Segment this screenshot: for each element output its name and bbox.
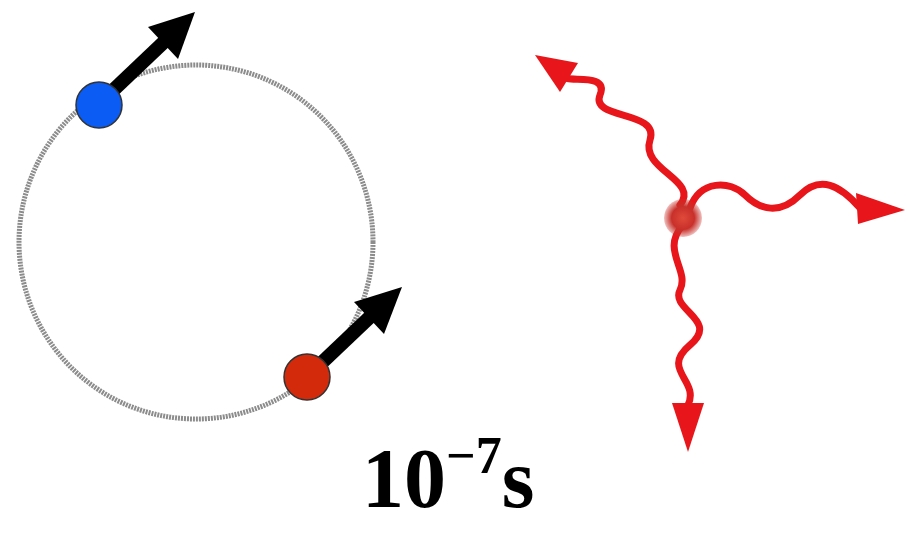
orbit-circle [19, 65, 373, 419]
time-label: 10−7s [362, 430, 534, 521]
time-text: 10 [362, 432, 446, 525]
annihilation-point [664, 199, 702, 237]
red-spin-arrow [312, 287, 402, 372]
exponent-text: −7 [446, 427, 502, 484]
photon-waves [565, 75, 860, 405]
blue-particle [76, 82, 122, 128]
photon-arrowheads [535, 55, 905, 452]
time-text: s [502, 432, 535, 525]
blue-spin-arrow [105, 12, 195, 98]
red-particle [284, 354, 330, 400]
